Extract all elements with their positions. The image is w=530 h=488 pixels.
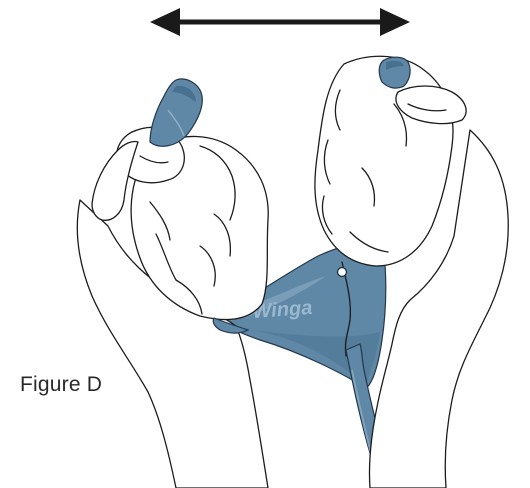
- figure-caption: Figure D: [20, 373, 102, 397]
- double-headed-arrow-icon: [150, 8, 410, 36]
- left-hand: [77, 79, 268, 488]
- strap-eyelet: [338, 268, 347, 277]
